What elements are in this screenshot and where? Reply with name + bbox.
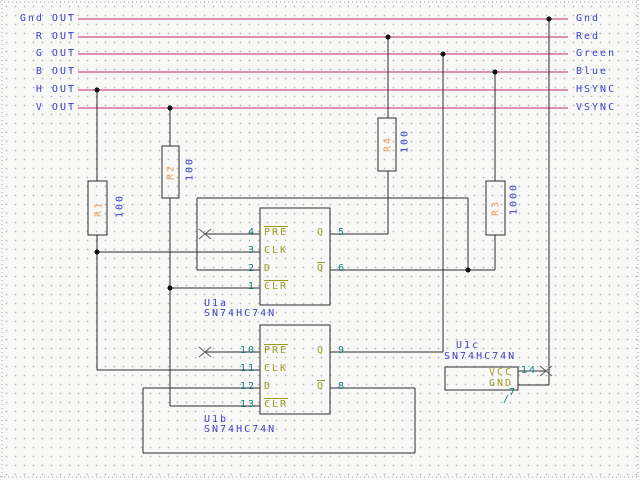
no-connect-x-icon: [539, 365, 553, 377]
u1b-q-name: Q: [317, 345, 326, 356]
bus-label-b-out: B OUT: [35, 66, 76, 77]
u1c-vcc-name: VCC: [488, 367, 513, 378]
u1c-pin7-number: 7: [509, 387, 518, 398]
u1a-pin4-number: 4: [247, 227, 256, 238]
u1c-pin14-number: 14: [521, 365, 538, 376]
resistor-r2-value: 100: [184, 156, 196, 182]
u1a-d-name: D: [264, 263, 273, 274]
bus-label-vsync: VSYNC: [576, 102, 617, 113]
no-connect-x-icon: [198, 228, 212, 240]
bus-label-gnd-out: Gnd OUT: [19, 13, 76, 24]
u1a-refdes: U1a: [204, 298, 229, 309]
u1b-qbar-name: Q: [317, 381, 326, 392]
u1c-partname: SN74HC74N: [444, 351, 517, 362]
u1a-qbar-name: Q: [317, 263, 326, 274]
junction-dot: [465, 267, 471, 273]
resistor-r3-body[interactable]: [485, 180, 506, 236]
u1c-pin7-tick: /: [503, 394, 512, 405]
bus-label-green: Green: [576, 48, 617, 59]
bus-label-g-out: G OUT: [35, 48, 76, 59]
u1b-pin9-number: 9: [338, 345, 347, 356]
u1a-pin5-number: 5: [338, 227, 347, 238]
u1a-pin1-number: 1: [247, 281, 256, 292]
resistor-r4-body[interactable]: [377, 117, 397, 172]
bus-label-r-out: R OUT: [35, 31, 76, 42]
junction-dot: [440, 51, 446, 57]
u1c-gnd-name: GND: [488, 378, 513, 389]
junction-dot: [94, 87, 100, 93]
resistor-r2-ref: R2: [165, 163, 177, 181]
junction-dot: [167, 105, 173, 111]
junction-dot: [492, 69, 498, 75]
no-connect-x-icon: [198, 346, 212, 358]
ic-u1b-body[interactable]: [259, 324, 331, 415]
resistor-r4-ref: R4: [382, 135, 394, 153]
ic-u1a-body[interactable]: [259, 207, 331, 306]
u1a-clr-name: CLR: [264, 281, 289, 292]
bus-label-gnd: Gnd: [576, 13, 601, 24]
u1c-refdes: U1c: [456, 340, 481, 351]
u1b-pin11-number: 11: [239, 363, 256, 374]
u1b-d-name: D: [264, 381, 273, 392]
u1a-partname: SN74HC74N: [204, 308, 277, 319]
resistor-r3-value: 1000: [508, 182, 520, 216]
u1b-partname: SN74HC74N: [204, 424, 277, 435]
resistor-r1-value: 100: [114, 193, 126, 219]
bus-label-red: Red: [576, 31, 601, 42]
bus-label-h-out: H OUT: [35, 84, 76, 95]
ic-u1c-body[interactable]: [444, 366, 519, 391]
u1b-pre-name: PRE: [264, 345, 289, 356]
u1a-clk-name: CLK: [264, 245, 289, 256]
bus-label-v-out: V OUT: [35, 102, 76, 113]
u1b-clr-name: CLR: [264, 399, 289, 410]
u1a-q-name: Q: [317, 227, 326, 238]
u1a-pin2-number: 2: [247, 263, 256, 274]
junction-dot: [385, 34, 391, 40]
u1b-clk-name: CLK: [264, 363, 289, 374]
u1b-pin8-number: 8: [338, 381, 347, 392]
junction-dot: [167, 285, 173, 291]
bus-label-hsync: HSYNC: [576, 84, 617, 95]
u1a-pin6-number: 6: [338, 263, 347, 274]
bus-label-blue: Blue: [576, 66, 609, 77]
resistor-r1-body[interactable]: [87, 180, 108, 236]
resistor-r3-ref: R3: [490, 199, 502, 217]
u1b-refdes: U1b: [204, 414, 229, 425]
u1a-pin3-number: 3: [247, 245, 256, 256]
u1a-pre-name: PRE: [264, 227, 289, 238]
resistor-r4-value: 100: [399, 128, 411, 154]
resistor-r1-ref: R1: [93, 200, 105, 218]
junction-dot: [94, 249, 100, 255]
junction-dot: [546, 16, 552, 22]
resistor-r2-body[interactable]: [161, 145, 180, 199]
u1b-pin10-number: 10: [239, 345, 256, 356]
u1b-pin13-number: 13: [239, 399, 256, 410]
u1b-pin12-number: 12: [239, 381, 256, 392]
